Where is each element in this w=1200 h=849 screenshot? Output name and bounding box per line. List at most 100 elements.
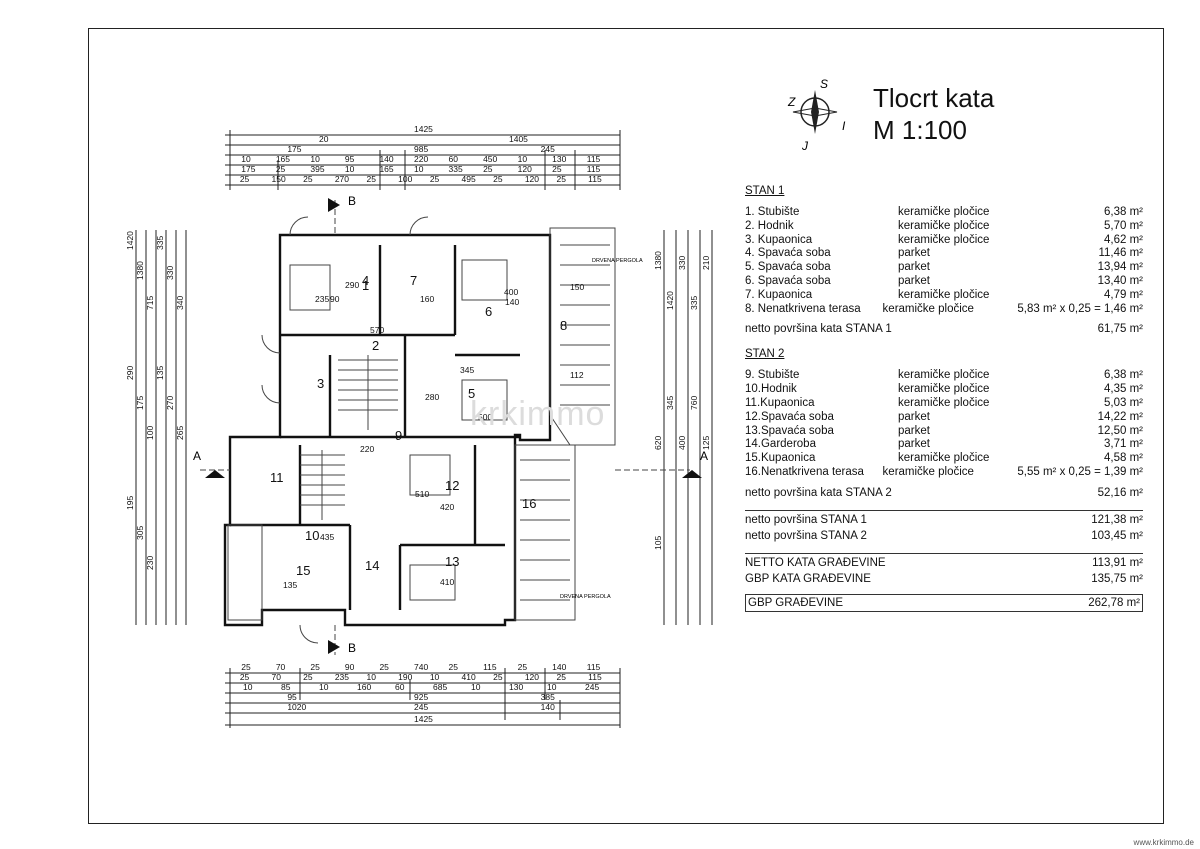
- dim-top: 130: [552, 154, 566, 164]
- room-number: 2: [372, 338, 379, 353]
- dim-right: 400: [677, 436, 687, 450]
- room-number: 13: [445, 554, 459, 569]
- drawing-frame: [88, 28, 1164, 824]
- dim-left: 335: [155, 236, 165, 250]
- room-area: 4,79 m²: [1104, 288, 1143, 301]
- compass-i: I: [842, 119, 846, 133]
- dim-top: 25: [367, 174, 377, 184]
- room-area: 4,62 m²: [1104, 233, 1143, 246]
- room-area: 6,38 m²: [1104, 206, 1143, 218]
- netto-kata-value: 113,91 m²: [1092, 556, 1143, 569]
- room-name: 7. Kupaonica: [745, 288, 813, 301]
- room-dimension: 280: [425, 392, 439, 402]
- dim-right: 335: [689, 296, 699, 310]
- dim-top: 10: [518, 154, 528, 164]
- dim-bottom: 160: [357, 682, 371, 692]
- compass-j: J: [801, 139, 809, 153]
- room-dimension: 90: [330, 294, 340, 304]
- room-area: 5,55 m² x 0,25 = 1,39 m²: [1017, 465, 1143, 478]
- room-number: 5: [468, 386, 475, 401]
- room-dimension: 570: [370, 325, 384, 335]
- room-area: 5,70 m²: [1104, 219, 1143, 232]
- room-material: keramičke pločice: [882, 465, 974, 478]
- dim-top: 95: [345, 154, 355, 164]
- gbp-kata-value: 135,75 m²: [1091, 572, 1143, 585]
- room-area: 5,03 m²: [1104, 396, 1143, 409]
- dim-right: 620: [653, 436, 663, 450]
- dim-top: 20: [319, 134, 329, 144]
- compass: [792, 90, 838, 134]
- watermark: krkimmo: [470, 395, 606, 433]
- room-material: parket: [898, 410, 930, 423]
- room-material: keramičke pločice: [898, 206, 990, 218]
- dim-top: 25: [493, 174, 503, 184]
- room-area: 13,94 m²: [1097, 261, 1143, 274]
- section-a-right: A: [700, 449, 708, 463]
- room-dimension: 150: [570, 282, 584, 292]
- dim-right: 345: [665, 396, 675, 410]
- room-dimension: 410: [440, 577, 454, 587]
- dim-top: 495: [462, 174, 476, 184]
- stan1-net-value: 61,75 m²: [1097, 323, 1143, 336]
- dim-bottom: 25: [493, 672, 503, 682]
- stan2-net-value: 52,16 m²: [1097, 486, 1143, 499]
- room-name: 1. Stubište: [745, 206, 800, 218]
- room-area: 4,35 m²: [1104, 383, 1143, 396]
- room-dimension: 290: [345, 280, 359, 290]
- dim-left: 715: [145, 296, 155, 310]
- room-number: 11: [270, 470, 284, 485]
- dim-top: 120: [525, 174, 539, 184]
- room-dimension: 135: [283, 580, 297, 590]
- dim-top: 115: [587, 164, 601, 174]
- drawing-title: Tlocrt kata M 1:100: [873, 82, 994, 146]
- room-area: 11,46 m²: [1098, 247, 1143, 260]
- room-dimension: 420: [440, 502, 454, 512]
- dim-left: 195: [125, 496, 135, 510]
- dim-top: 985: [414, 144, 428, 154]
- dim-bottom: 245: [585, 682, 599, 692]
- stan2-net-label: netto površina kata STANA 2: [745, 486, 892, 499]
- room-number: 10: [305, 528, 319, 543]
- dim-bottom: 90: [345, 662, 355, 672]
- dim-right: 1380: [653, 251, 663, 270]
- dim-bottom: 140: [552, 662, 566, 672]
- room-name: 16.Nenatkrivena terasa: [745, 465, 864, 478]
- room-name: 13.Spavaća soba: [745, 424, 834, 437]
- room-name: 11.Kupaonica: [745, 396, 815, 409]
- dim-top: 220: [414, 154, 428, 164]
- room-dimension: 140: [505, 297, 519, 307]
- total-stan2-label: netto površina STANA 2: [745, 529, 867, 542]
- dim-bottom: 410: [462, 672, 476, 682]
- room-area: 5,83 m² x 0,25 = 1,46 m²: [1017, 302, 1143, 315]
- pergola-label-top: DRVENA PERGOLA: [592, 258, 643, 264]
- room-area: 4,58 m²: [1104, 452, 1143, 465]
- dim-bottom: 115: [588, 672, 602, 682]
- room-number: 16: [522, 496, 536, 511]
- dim-top: 175: [241, 164, 255, 174]
- dim-bottom: 685: [433, 682, 447, 692]
- dim-bottom: 10: [430, 672, 440, 682]
- netto-kata-label: NETTO KATA GRAĐEVINE: [745, 556, 886, 569]
- section-b-top: B: [348, 194, 356, 208]
- dim-bottom: 25: [518, 662, 528, 672]
- dim-top: 115: [587, 154, 601, 164]
- dim-bottom: 70: [272, 672, 282, 682]
- room-number: 4: [362, 273, 369, 288]
- dim-bottom: 385: [541, 692, 555, 702]
- dim-bottom: 85: [281, 682, 291, 692]
- dim-bottom: 95: [287, 692, 297, 702]
- total-stan2-value: 103,45 m²: [1091, 529, 1143, 542]
- dim-left: 100: [145, 426, 155, 440]
- dim-top: 1425: [414, 124, 433, 134]
- room-area: 3,71 m²: [1104, 438, 1143, 451]
- footer-url: www.krkimmo.de: [1133, 838, 1194, 847]
